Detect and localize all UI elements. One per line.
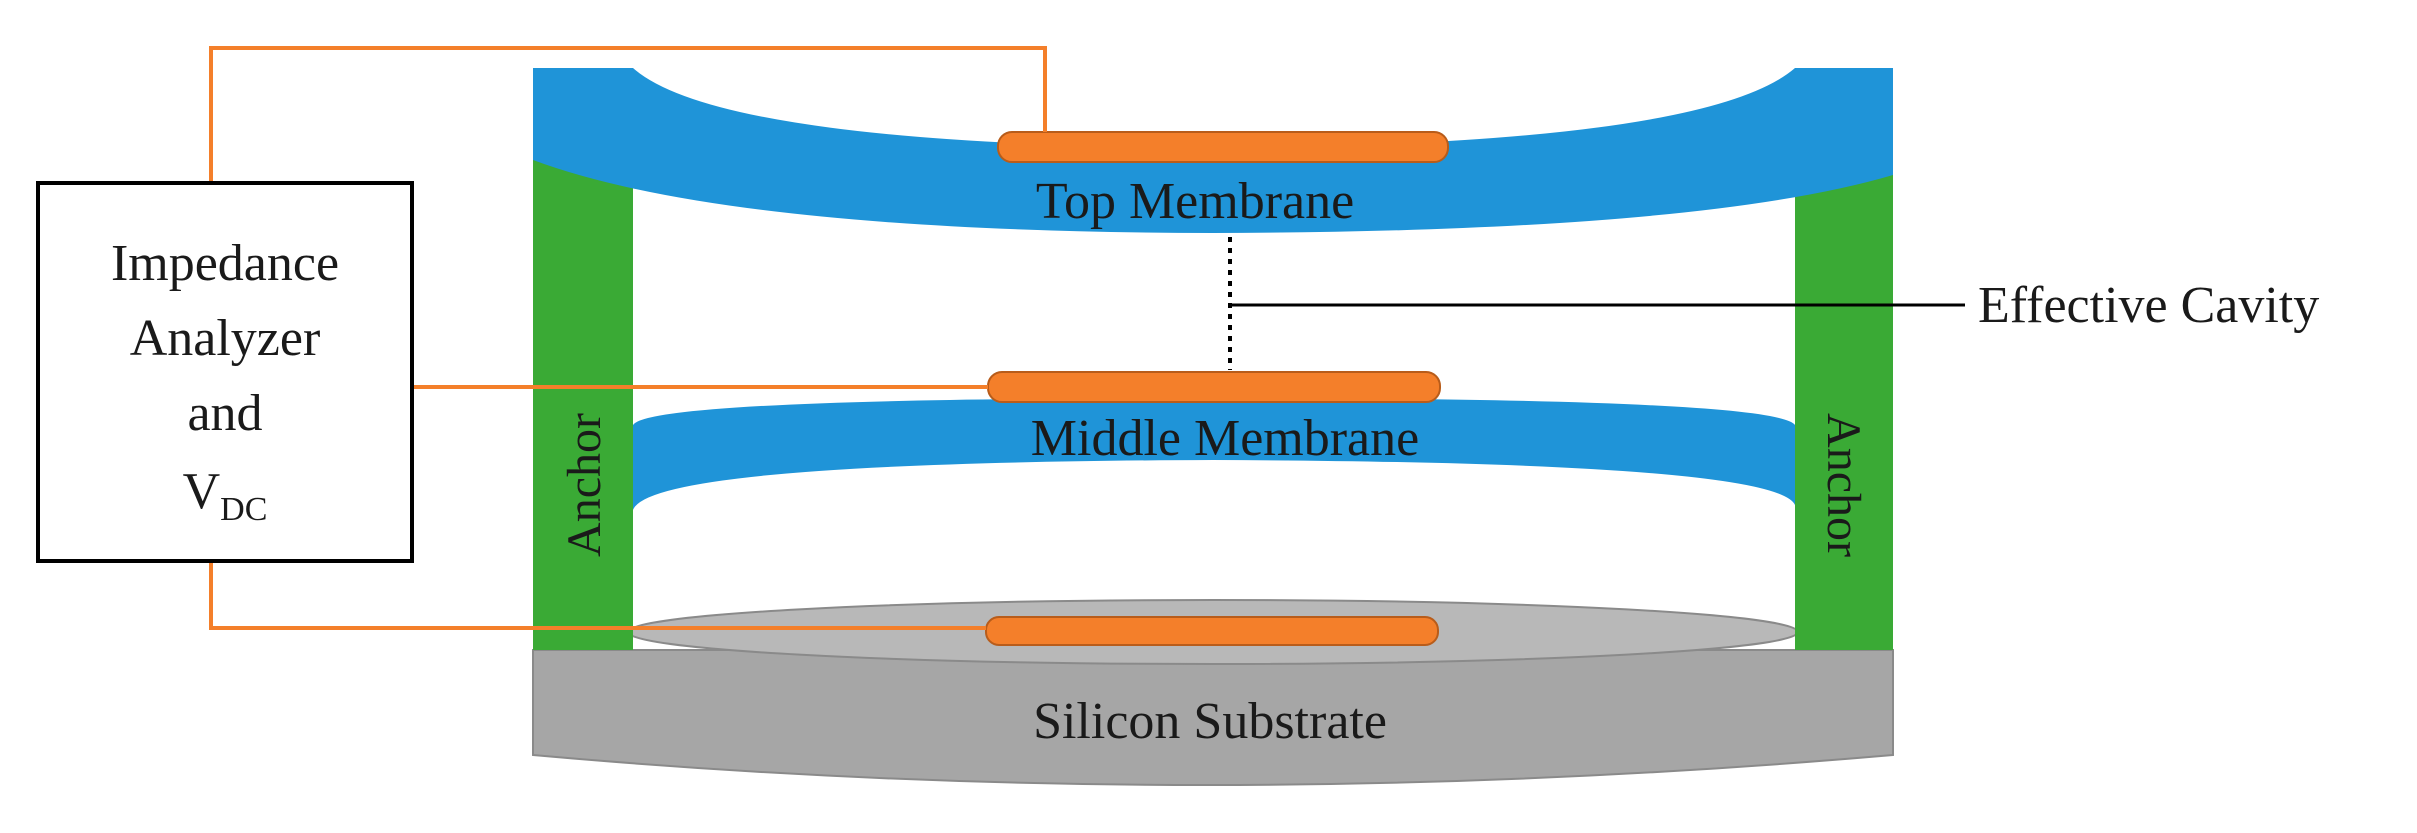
middle-membrane-label: Middle Membrane [1031, 410, 1419, 467]
anchor-right [1795, 160, 1893, 650]
top-electrode [997, 131, 1449, 163]
anchor-left-label: Anchor [558, 413, 611, 557]
analyzer-line-2: Analyzer [130, 310, 321, 367]
analyzer-line-1: Impedance [111, 235, 339, 292]
effective-cavity-label: Effective Cavity [1978, 277, 2319, 334]
bottom-electrode [985, 616, 1439, 646]
silicon-substrate-label: Silicon Substrate [1033, 693, 1387, 750]
analyzer-vdc: VDC [183, 463, 268, 528]
vdc-main: V [183, 463, 221, 520]
top-wire [209, 46, 1047, 183]
bottom-wire [209, 561, 986, 630]
silicon-substrate [532, 599, 1894, 786]
top-membrane-label: Top Membrane [1036, 173, 1354, 230]
analyzer-line-3: and [187, 385, 262, 442]
middle-membrane [633, 398, 1795, 510]
impedance-analyzer-box [36, 181, 414, 563]
anchor-right-label: Anchor [1817, 413, 1870, 557]
vdc-subscript: DC [220, 491, 267, 528]
middle-electrode [987, 371, 1441, 403]
wires [209, 46, 1047, 630]
anchor-left [533, 160, 633, 650]
